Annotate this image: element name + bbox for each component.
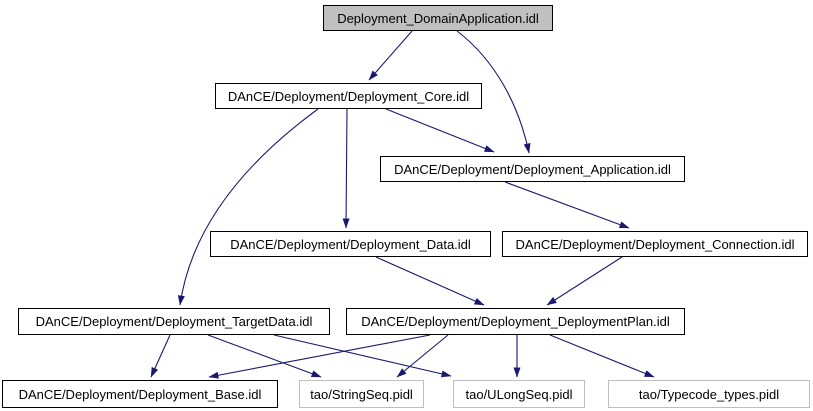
node-deployment-data-idl[interactable]: DAnCE/Deployment/Deployment_Data.idl bbox=[210, 231, 491, 257]
node-tao-typecode-types-pidl[interactable]: tao/Typecode_types.pidl bbox=[608, 380, 810, 408]
node-deployment-domainapplication-idl[interactable]: Deployment_DomainApplication.idl bbox=[323, 5, 553, 31]
node-deployment-core-idl[interactable]: DAnCE/Deployment/Deployment_Core.idl bbox=[215, 83, 482, 109]
edge-application-connection bbox=[504, 181, 630, 229]
edge-deploymentplan-base bbox=[208, 334, 431, 379]
edge-targetdata-ulongseq bbox=[273, 334, 452, 378]
node-deployment-application-idl[interactable]: DAnCE/Deployment/Deployment_Application.… bbox=[380, 156, 685, 182]
edge-core-application bbox=[385, 108, 495, 153]
node-deployment-base-idl[interactable]: DAnCE/Deployment/Deployment_Base.idl bbox=[2, 380, 278, 408]
edge-data-deploymentplan bbox=[375, 256, 485, 306]
edge-core-targetdata bbox=[177, 108, 319, 306]
edge-domainapp-core bbox=[368, 30, 413, 81]
edge-connection-deploymentplan bbox=[546, 256, 623, 306]
edge-deploymentplan-stringseq bbox=[396, 334, 449, 378]
edge-targetdata-stringseq bbox=[207, 334, 322, 378]
node-deployment-connection-idl[interactable]: DAnCE/Deployment/Deployment_Connection.i… bbox=[502, 231, 808, 257]
edge-domainapp-application bbox=[456, 30, 531, 154]
node-deployment-deploymentplan-idl[interactable]: DAnCE/Deployment/Deployment_DeploymentPl… bbox=[346, 308, 685, 335]
edge-targetdata-base bbox=[150, 334, 171, 378]
edge-deploymentplan-typecode bbox=[549, 334, 655, 378]
edge-lines bbox=[150, 30, 655, 379]
node-deployment-targetdata-idl[interactable]: DAnCE/Deployment/Deployment_TargetData.i… bbox=[18, 308, 330, 335]
edge-core-data bbox=[342, 108, 350, 229]
node-tao-stringseq-pidl[interactable]: tao/StringSeq.pidl bbox=[299, 380, 424, 408]
node-tao-ulongseq-pidl[interactable]: tao/ULongSeq.pidl bbox=[453, 380, 585, 408]
